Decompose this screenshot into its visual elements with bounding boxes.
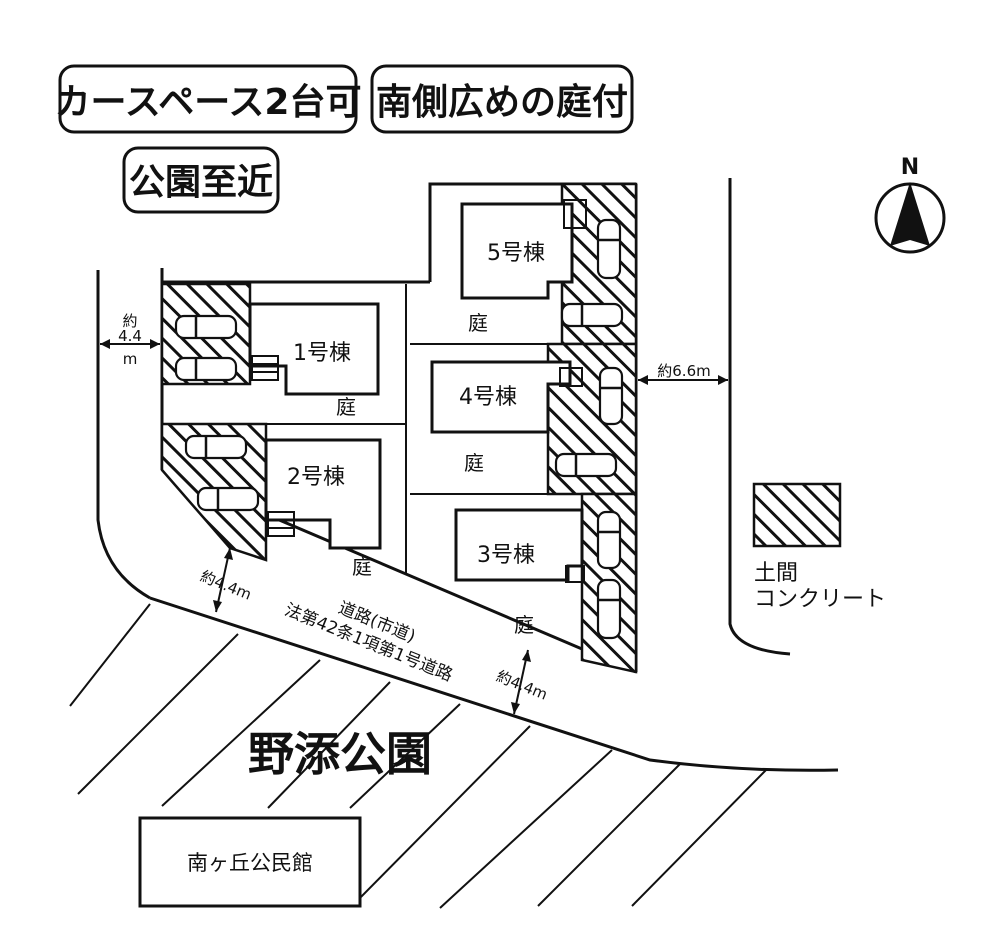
dimension-right: 約6.6m	[638, 362, 728, 385]
legend-line1: 土間	[754, 561, 798, 586]
garden-labels: 庭 庭 庭 庭 庭	[336, 311, 534, 637]
garden-label-lot2: 庭	[352, 555, 372, 579]
car-icon	[596, 510, 622, 570]
dimension-road-right-label: 約4.4m	[494, 667, 550, 704]
community-hall: 南ヶ丘公民館	[138, 816, 362, 908]
car-icon	[596, 218, 622, 280]
building-1: 1号棟	[248, 302, 380, 396]
building-3-label: 3号棟	[477, 543, 535, 568]
car-icon	[174, 356, 238, 382]
garden-label-lot4: 庭	[464, 451, 484, 475]
badge-south-garden: 南側広めの庭付	[370, 64, 634, 134]
legend-swatch	[752, 482, 842, 548]
dimension-road-left: 約4.4m	[198, 547, 254, 613]
park-label: 野添公園	[248, 727, 432, 781]
garden-label-lot3: 庭	[514, 613, 534, 637]
garden-label-lot1: 庭	[336, 395, 356, 419]
car-icon	[596, 578, 622, 640]
community-hall-label: 南ヶ丘公民館	[187, 851, 313, 875]
park-area: 野添公園	[69, 603, 767, 909]
compass-north-label: N	[901, 155, 919, 180]
badge-south-garden-text: 南側広めの庭付	[376, 82, 628, 123]
dimension-left-mid: 4.4	[118, 327, 142, 345]
parked-cars	[174, 218, 624, 640]
dimension-road-left-label: 約4.4m	[198, 567, 254, 604]
building-2-label: 2号棟	[287, 465, 345, 490]
car-icon	[554, 452, 618, 478]
building-1-label: 1号棟	[293, 341, 351, 366]
building-4-label: 4号棟	[459, 385, 517, 410]
dimension-left-top: 約	[122, 312, 137, 330]
badge-car-space: カースペース2台可	[55, 64, 362, 134]
car-icon	[560, 302, 624, 328]
car-icon	[598, 366, 624, 426]
badge-near-park-text: 公園至近	[129, 162, 273, 203]
dimension-right-label: 約6.6m	[657, 362, 710, 380]
dimension-left: 約 4.4 m	[100, 312, 160, 368]
building-5-label: 5号棟	[487, 241, 545, 266]
badge-near-park: 公園至近	[122, 146, 280, 214]
car-icon	[196, 486, 260, 512]
building-2: 2号棟	[264, 438, 382, 550]
dimension-left-unit: m	[123, 350, 138, 368]
legend: 土間 コンクリート	[752, 482, 886, 612]
entry-steps	[251, 199, 587, 583]
badge-car-space-text: カースペース2台可	[55, 82, 362, 123]
building-5: 5号棟	[460, 202, 574, 300]
building-4: 4号棟	[430, 360, 572, 434]
north-compass-icon: N	[874, 155, 946, 254]
building-3: 3号棟	[454, 508, 584, 582]
car-icon	[184, 434, 248, 460]
legend-line2: コンクリート	[754, 587, 886, 612]
dimension-road-right: 約4.4m	[494, 649, 550, 715]
garden-label-lot5: 庭	[468, 311, 488, 335]
car-icon	[174, 314, 238, 340]
